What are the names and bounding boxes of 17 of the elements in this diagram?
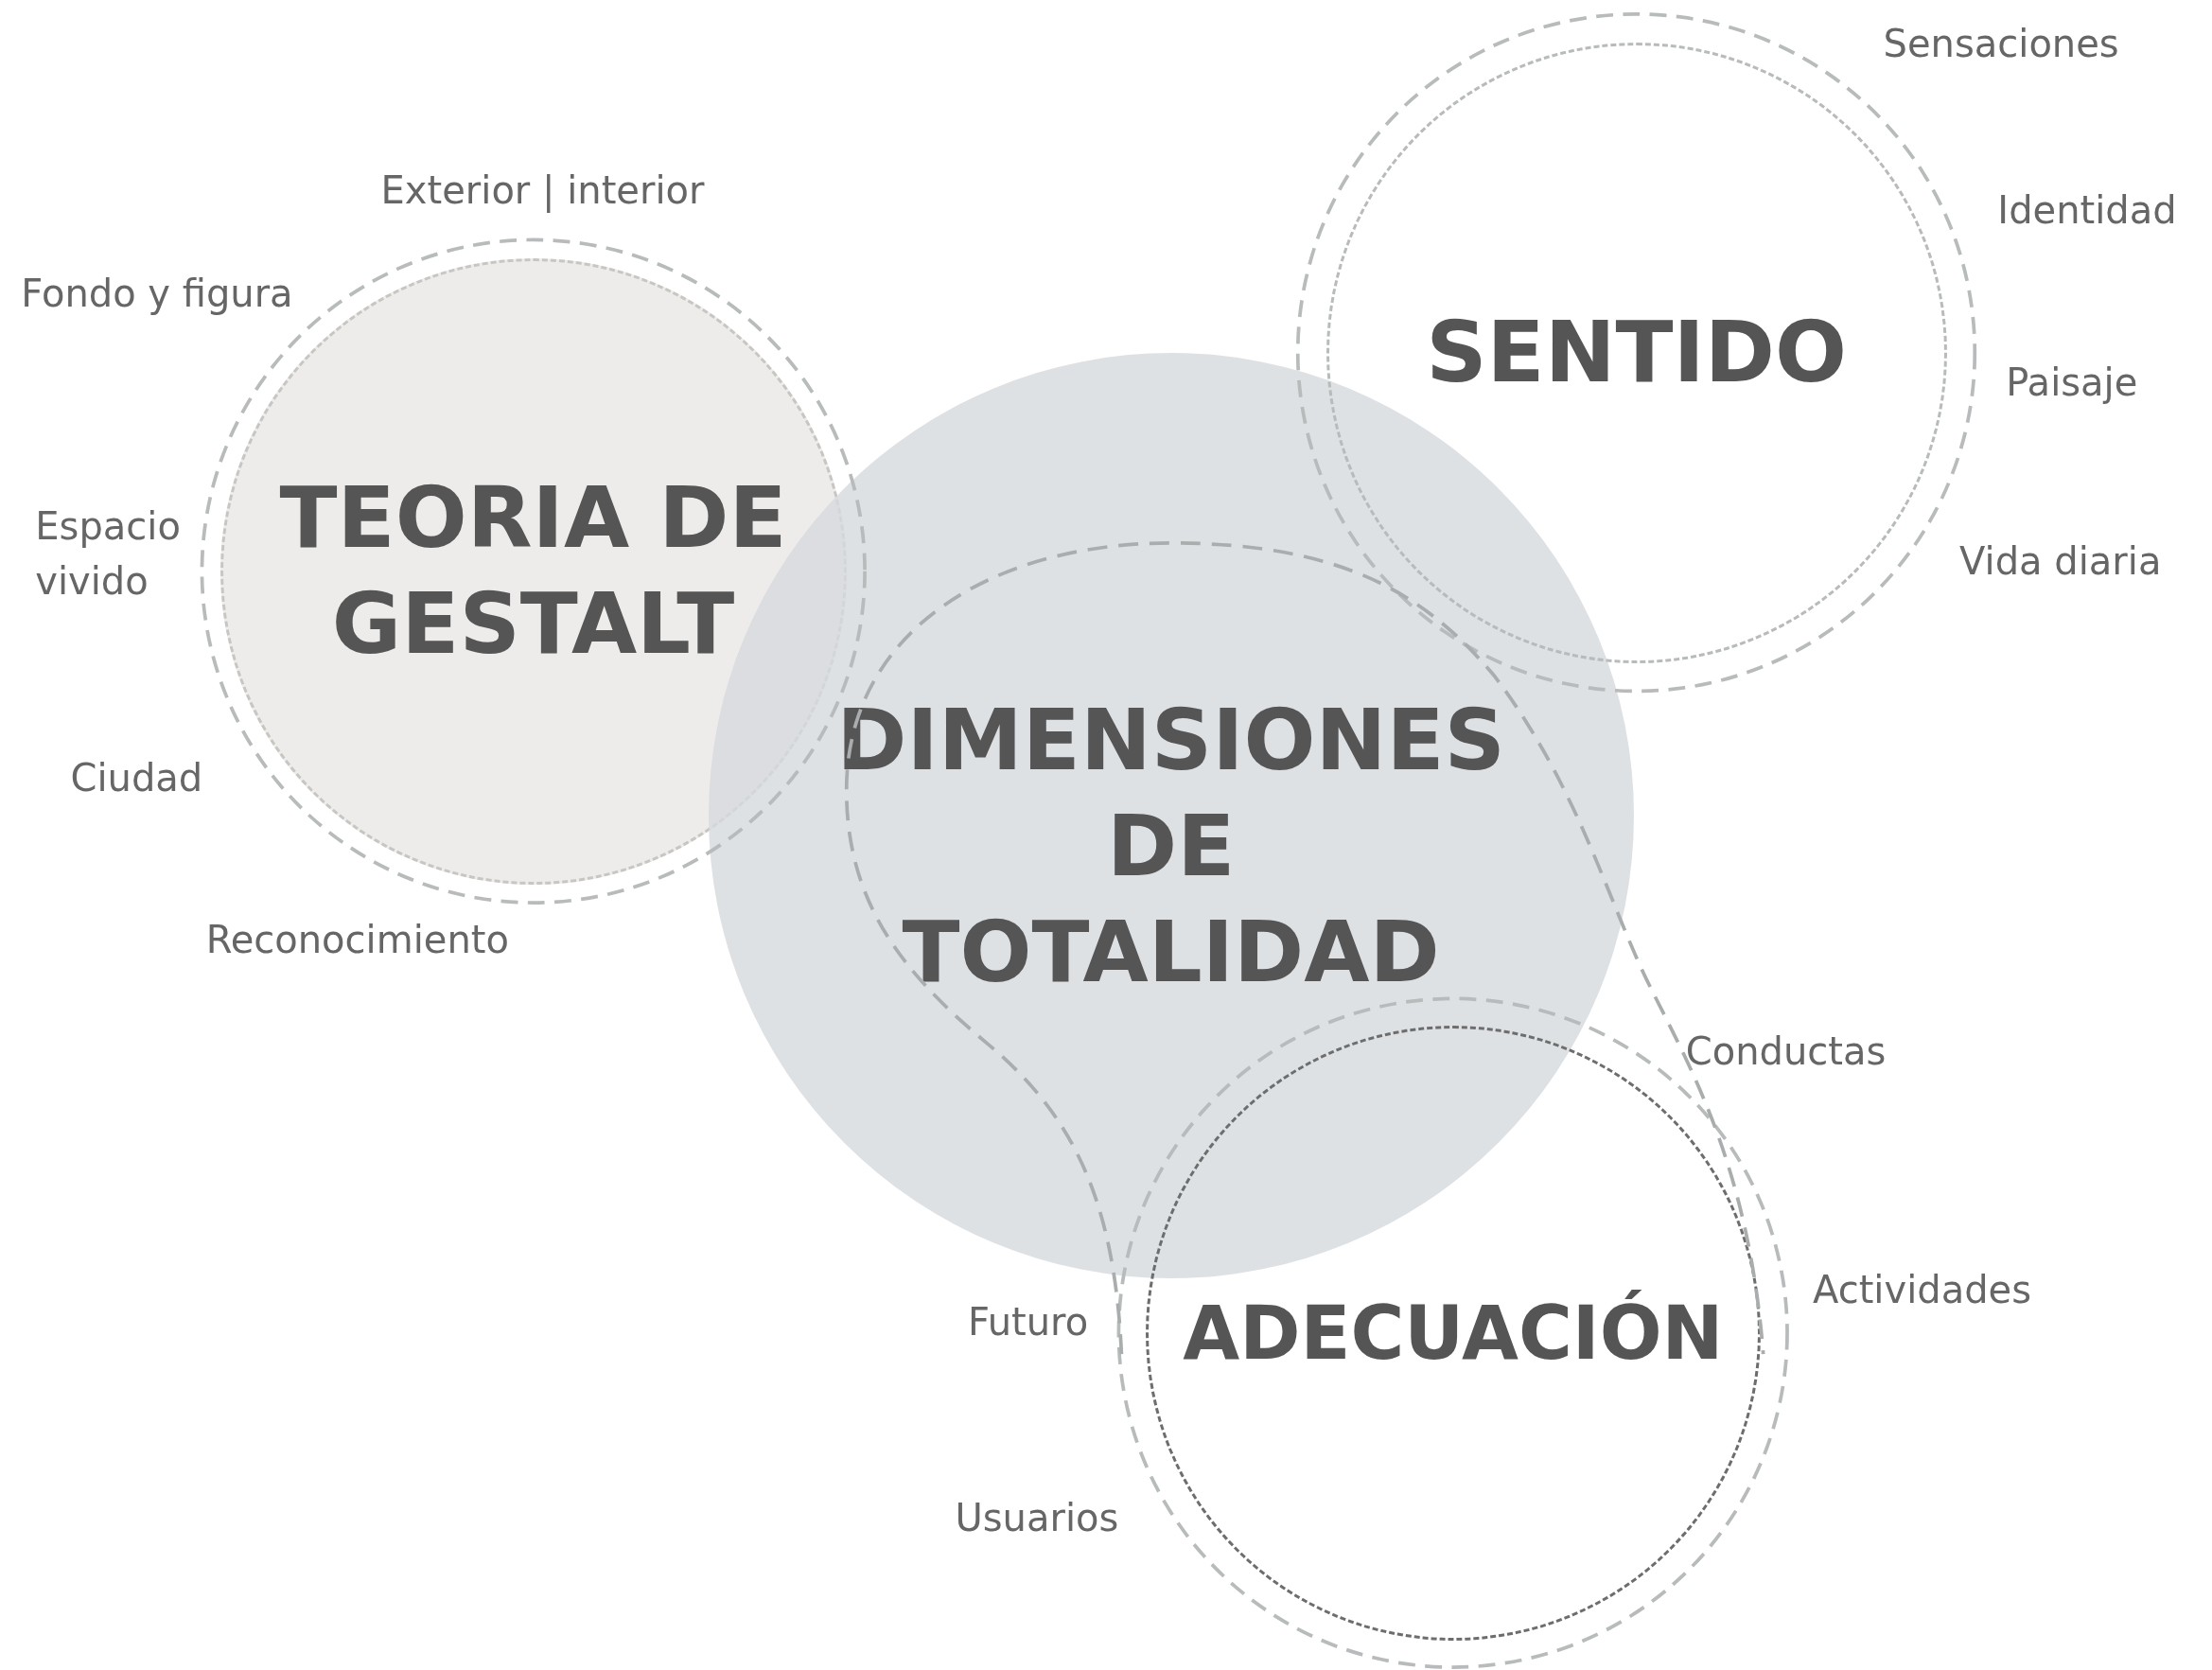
- keyword-label: Ciudad: [70, 754, 203, 801]
- keyword-label: Exterior | interior: [380, 167, 705, 215]
- keyword-label: Espacio vivido: [35, 502, 182, 605]
- keyword-label: Conductas: [1685, 1028, 1887, 1075]
- keyword-label: Usuarios: [955, 1495, 1119, 1542]
- keyword-label: Paisaje: [2006, 360, 2138, 407]
- circle-title: SENTIDO: [1425, 301, 1849, 403]
- keyword-label: Sensaciones: [1883, 21, 2119, 68]
- circle-title: DIMENSIONES DE TOTALIDAD: [836, 689, 1505, 1003]
- keyword-label: Reconocimiento: [205, 917, 509, 964]
- keyword-label: Identidad: [1997, 187, 2177, 235]
- keyword-label: Vida diaria: [1959, 538, 2162, 586]
- circle-title: TEORIA DE GESTALT: [278, 467, 788, 675]
- circle-title: ADECUACIÓN: [1182, 1289, 1725, 1378]
- keyword-label: Actividades: [1813, 1266, 2031, 1313]
- keyword-label: Futuro: [967, 1299, 1089, 1346]
- keyword-label: Fondo y figura: [21, 271, 293, 318]
